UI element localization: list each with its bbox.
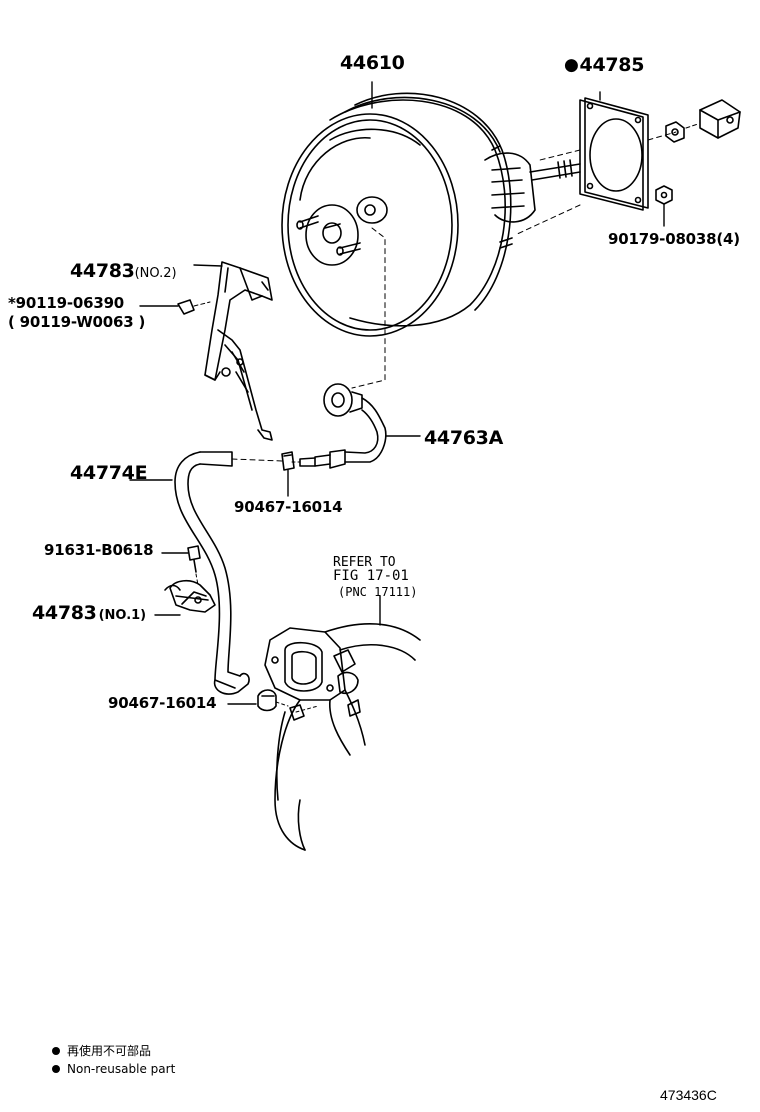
- lower-clip-part-number: 90467-16014: [108, 694, 217, 712]
- bracket-no1-part-number: 44783: [32, 602, 97, 624]
- non-reusable-marker: ●: [564, 55, 579, 75]
- bracket-no1-label: 44783 (NO.1): [32, 604, 146, 623]
- intake-manifold-drawing: [264, 595, 421, 851]
- upper-clip-part-number: 90467-16014: [234, 498, 343, 516]
- bracket-no2-drawing: [139, 261, 273, 441]
- bracket-no2-part-number: 44783: [70, 260, 135, 282]
- bracket-no1-suffix: (NO.1): [98, 608, 147, 623]
- booster-part-number: 44610: [340, 52, 405, 74]
- legend-en: Non-reusable part: [52, 1063, 175, 1075]
- refer-line-1: REFER TO: [333, 555, 396, 570]
- legend-en-text: Non-reusable part: [67, 1062, 176, 1076]
- document-number: 473436C: [660, 1087, 717, 1103]
- upper-clip-drawing: [281, 451, 295, 497]
- bullet-icon: [52, 1065, 60, 1073]
- gasket-part-number: 44785: [579, 54, 645, 76]
- bolt-a-part-number: *90119-06390: [8, 294, 125, 312]
- lower-clip-drawing: [227, 689, 289, 712]
- clevis-and-nut-drawing: [655, 99, 741, 227]
- legend-jp-text: 再使用不可部品: [67, 1044, 152, 1058]
- bracket-no1-drawing: [154, 545, 216, 616]
- gasket-label: ● 44785: [564, 56, 644, 75]
- refer-line-2: FIG 17-01: [333, 568, 409, 584]
- nut-part-number: 90179-08038(4): [608, 230, 740, 248]
- legend-jp: 再使用不可部品: [52, 1045, 151, 1057]
- hose-drawing: [129, 451, 301, 695]
- bracket-no2-label: 44783 (NO.2): [70, 262, 177, 281]
- bolt-b-part-number: ( 90119-W0063 ): [8, 313, 146, 331]
- vacuum-pipe-part-number: 44763A: [424, 427, 504, 449]
- hose-part-number: 44774E: [70, 462, 148, 484]
- vacuum-pipe-drawing: [299, 227, 421, 469]
- bolt-c-part-number: 91631-B0618: [44, 541, 154, 559]
- gasket-drawing: [514, 91, 677, 236]
- bracket-no2-suffix: (NO.2): [134, 266, 177, 281]
- refer-line-3: (PNC 17111): [338, 585, 418, 599]
- brake-booster-drawing: [281, 81, 581, 337]
- bullet-icon: [52, 1047, 60, 1055]
